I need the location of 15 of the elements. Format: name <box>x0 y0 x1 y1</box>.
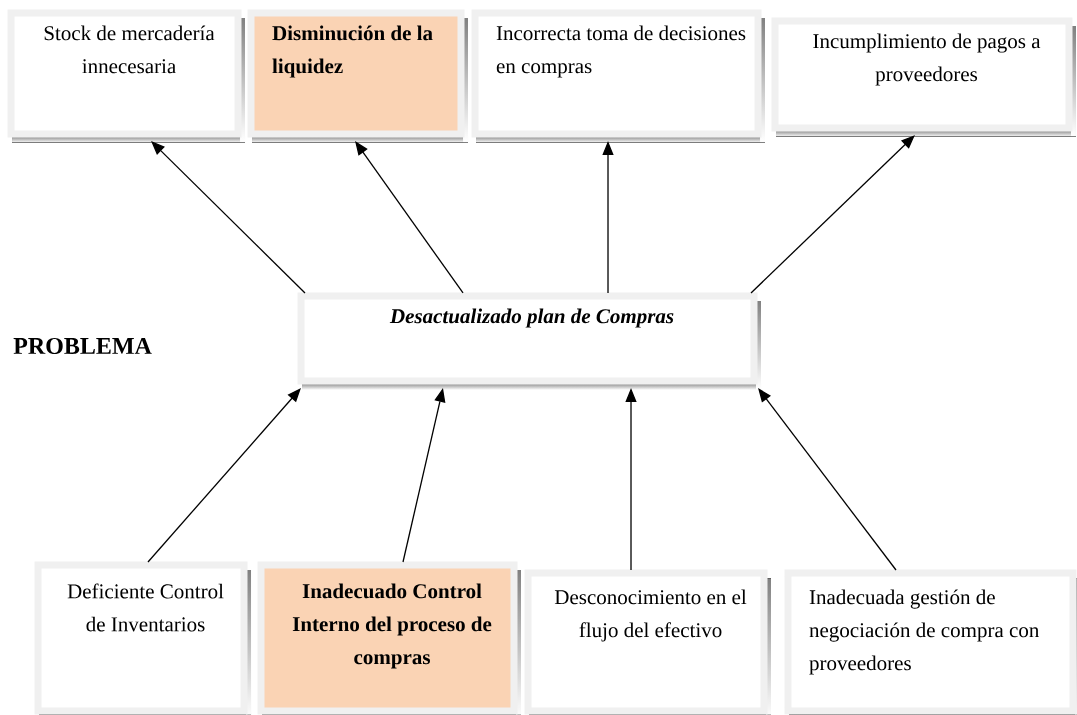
cause-effect-box: Desactualizado plan de Compras <box>297 292 761 390</box>
arrow <box>151 141 306 294</box>
cause-effect-box: Stock de mercadería innecesaria <box>7 9 245 143</box>
arrow <box>750 135 915 294</box>
arrow <box>758 388 897 571</box>
cause-effect-box: Inadecuada gestión de negociación de compra con proveedores <box>784 569 1077 715</box>
arrow <box>147 388 301 563</box>
cause-effect-box: Deficiente Control de Inventarios <box>34 561 251 715</box>
cause-effect-box: Inadecuado Control Interno del proceso de compras <box>257 561 521 715</box>
cause-effect-box: Disminución de la liquidez <box>247 9 468 143</box>
cause-effect-box: Desconocimiento en el flujo del efectivo <box>524 569 771 715</box>
arrow <box>355 141 464 294</box>
cause-effect-box: Incorrecta toma de decisiones en compras <box>471 9 765 143</box>
problem-label: PROBLEMA <box>13 337 152 355</box>
cause-effect-box: Incumplimiento de pagos a proveedores <box>771 17 1076 137</box>
